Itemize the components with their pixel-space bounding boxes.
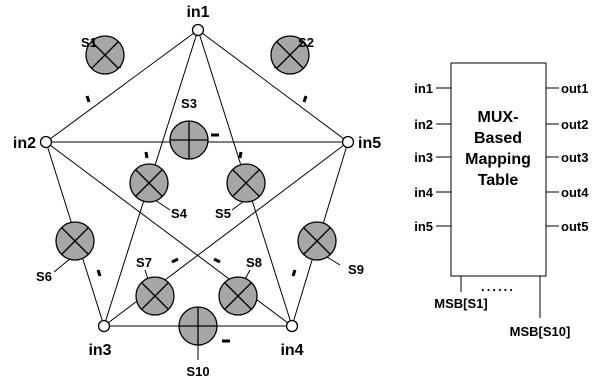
switch-s10 bbox=[178, 306, 218, 346]
switch-label-s1: S1 bbox=[81, 35, 97, 50]
mux-output-label-4: out4 bbox=[561, 185, 589, 200]
node-in1 bbox=[191, 23, 205, 37]
switch-s2 bbox=[270, 35, 310, 75]
node-label-in2: in2 bbox=[13, 135, 36, 152]
mux-output-label-5: out5 bbox=[561, 219, 588, 234]
node-label-in5: in5 bbox=[358, 135, 381, 152]
mux-input-label-1: in1 bbox=[414, 81, 433, 96]
edge-in1-in5 bbox=[197, 29, 349, 143]
leader-s6 bbox=[53, 257, 72, 273]
switch-label-s9: S9 bbox=[348, 262, 364, 277]
dash-s6 bbox=[96, 269, 102, 277]
mux-title-line-1: MUX- bbox=[478, 109, 519, 126]
switch-label-s6: S6 bbox=[36, 269, 52, 284]
mux-msb-low-label: MSB[S1] bbox=[434, 296, 487, 311]
mux-output-label-2: out2 bbox=[561, 117, 588, 132]
dash-s8 bbox=[213, 257, 221, 264]
node-label-in3: in3 bbox=[88, 342, 111, 359]
switch-label-s10: S10 bbox=[186, 364, 209, 379]
leader-s9 bbox=[326, 256, 341, 266]
switch-label-s5: S5 bbox=[215, 206, 231, 221]
node-label-in4: in4 bbox=[280, 342, 303, 359]
node-in4 bbox=[285, 319, 299, 333]
switch-label-s8: S8 bbox=[246, 255, 262, 270]
switch-label-s3: S3 bbox=[181, 96, 197, 111]
node-in3 bbox=[97, 319, 111, 333]
mux-output-label-3: out3 bbox=[561, 150, 588, 165]
mux-title-line-4: Table bbox=[478, 172, 519, 189]
switch-label-s7: S7 bbox=[136, 255, 152, 270]
switch-s9 bbox=[297, 221, 337, 261]
mux-input-stubs bbox=[436, 87, 559, 318]
mux-title-line-2: Based bbox=[474, 130, 522, 147]
node-in2 bbox=[39, 135, 53, 149]
edge-in1-in2 bbox=[45, 29, 199, 143]
switch-s3 bbox=[169, 120, 209, 160]
switch-s5 bbox=[226, 163, 266, 203]
graph-edges bbox=[45, 29, 349, 327]
switch-label-s4: S4 bbox=[171, 206, 188, 221]
mux-output-label-1: out1 bbox=[561, 81, 588, 96]
dash-s1 bbox=[85, 95, 91, 103]
mux-table-box bbox=[450, 62, 547, 277]
mux-input-label-5: in5 bbox=[414, 219, 433, 234]
dash-s9 bbox=[291, 269, 297, 277]
mux-input-label-3: in3 bbox=[414, 150, 433, 165]
switch-dash-marks bbox=[85, 95, 308, 343]
switch-s6 bbox=[55, 221, 95, 261]
dash-s4 bbox=[144, 151, 149, 159]
node-label-in1: in1 bbox=[186, 4, 209, 21]
switch-s1 bbox=[85, 35, 125, 75]
mux-msb-high-label: MSB[S10] bbox=[510, 324, 571, 339]
switch-s8 bbox=[218, 276, 258, 316]
switch-s4 bbox=[129, 163, 169, 203]
switch-label-s2: S2 bbox=[298, 35, 314, 50]
dash-s2 bbox=[302, 95, 308, 103]
mux-title-line-3: Mapping bbox=[465, 151, 531, 168]
mux-input-label-2: in2 bbox=[414, 117, 433, 132]
switch-s7 bbox=[135, 276, 175, 316]
node-in5 bbox=[341, 135, 355, 149]
mux-select-ellipsis: ...... bbox=[481, 279, 515, 294]
dash-s5 bbox=[238, 151, 243, 159]
dash-s7 bbox=[171, 257, 179, 264]
mux-input-label-4: in4 bbox=[414, 185, 434, 200]
